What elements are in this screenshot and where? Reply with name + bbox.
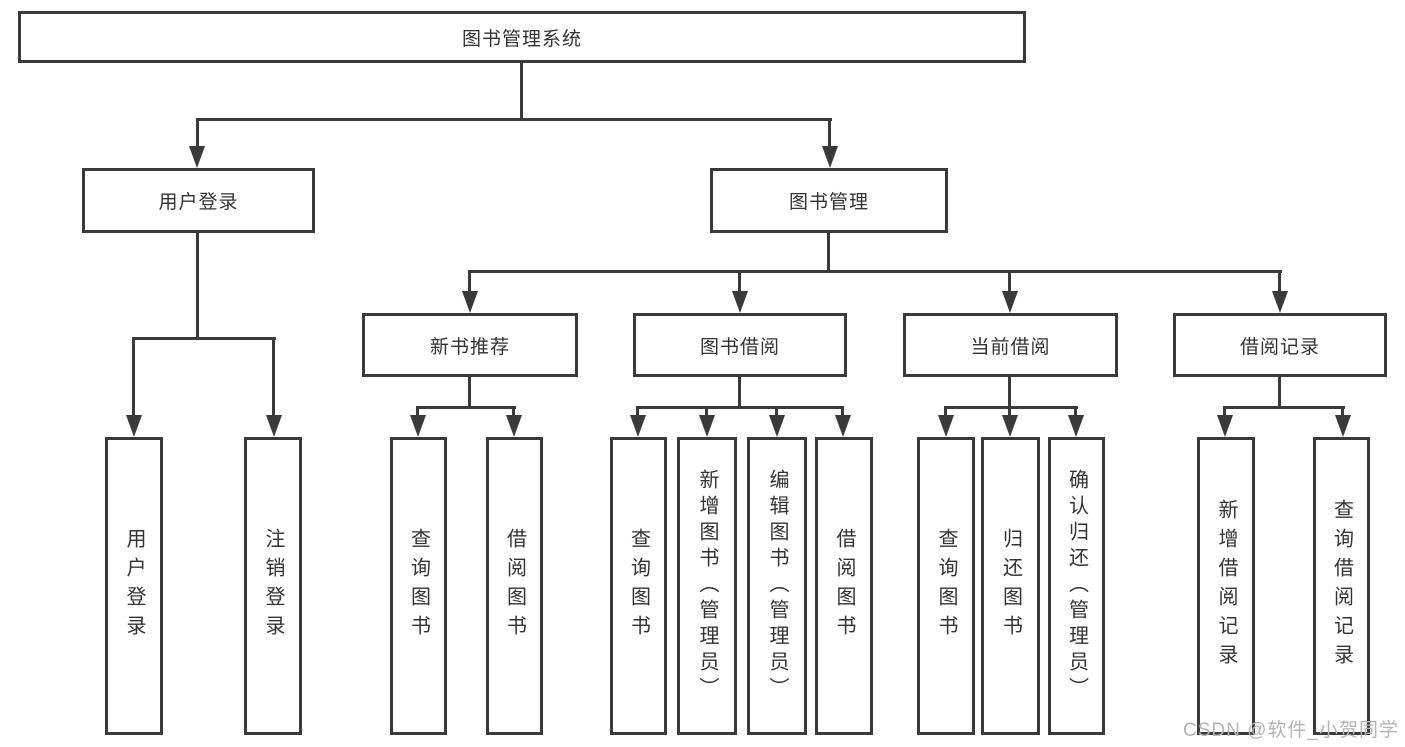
arrow-down-icon [699, 415, 715, 437]
arrow-down-icon [189, 146, 205, 168]
connector-line [1278, 270, 1281, 295]
leaf-query-book-recommend: 查询图书 [390, 437, 447, 735]
connector-line [944, 406, 947, 418]
connector-line [1008, 406, 1011, 418]
csdn-watermark: CSDN @软件_小贺同学 [1183, 720, 1399, 741]
connector-line [1341, 406, 1344, 418]
leaf-query-borrow-record: 查询借阅记录 [1313, 437, 1370, 735]
arrow-down-icon [1002, 291, 1018, 313]
connector-line [512, 406, 515, 418]
arrow-down-icon [822, 146, 838, 168]
connector-line [738, 377, 741, 406]
arrow-down-icon [266, 415, 282, 437]
connector-line [636, 406, 639, 418]
connector-line [1008, 377, 1011, 406]
leaf-edit-book-admin: 编辑图书（管理员） [747, 437, 807, 735]
leaf-query-book-current: 查询图书 [917, 437, 975, 735]
leaf-borrow-book: 借阅图书 [815, 437, 873, 735]
connector-line [841, 406, 844, 418]
node-book-borrow: 图书借阅 [633, 313, 847, 377]
leaf-query-book-borrow: 查询图书 [610, 437, 667, 735]
connector-line [196, 118, 199, 150]
arrow-down-icon [835, 415, 851, 437]
arrow-down-icon [630, 415, 646, 437]
arrow-down-icon [732, 291, 748, 313]
arrow-down-icon [462, 291, 478, 313]
arrow-down-icon [1335, 415, 1351, 437]
connector-line [1008, 270, 1011, 295]
leaf-user-login: 用户登录 [105, 437, 163, 735]
connector-line [196, 233, 199, 337]
arrow-down-icon [410, 415, 426, 437]
arrow-down-icon [1068, 415, 1084, 437]
connector-line [1223, 406, 1345, 409]
connector-line [416, 406, 516, 409]
connector-line [827, 233, 830, 270]
connector-line [1223, 406, 1226, 418]
connector-line [520, 63, 523, 118]
leaf-add-book-admin: 新增图书（管理员） [677, 437, 737, 735]
arrow-down-icon [1002, 415, 1018, 437]
connector-line [196, 118, 832, 121]
node-book-management: 图书管理 [710, 168, 948, 233]
arrow-down-icon [938, 415, 954, 437]
connector-line [775, 406, 778, 418]
node-borrow-records: 借阅记录 [1173, 313, 1387, 377]
node-root: 图书管理系统 [18, 11, 1026, 63]
leaf-borrow-book-recommend: 借阅图书 [486, 437, 543, 735]
connector-line [468, 270, 471, 295]
node-current-borrow: 当前借阅 [903, 313, 1118, 377]
leaf-add-borrow-record: 新增借阅记录 [1197, 437, 1255, 735]
arrow-down-icon [126, 415, 142, 437]
arrow-down-icon [1217, 415, 1233, 437]
connector-line [132, 337, 276, 340]
connector-line [416, 406, 419, 418]
connector-line [1074, 406, 1077, 418]
node-user-login: 用户登录 [82, 168, 315, 233]
connector-line [828, 118, 831, 150]
leaf-confirm-return-admin: 确认归还（管理员） [1048, 437, 1105, 735]
connector-line [468, 377, 471, 406]
connector-line [636, 406, 844, 409]
connector-line [738, 270, 741, 295]
leaf-return-book: 归还图书 [981, 437, 1040, 735]
connector-line [132, 337, 135, 417]
node-new-book-recommend: 新书推荐 [362, 313, 578, 377]
leaf-logout-login: 注销登录 [244, 437, 302, 735]
arrow-down-icon [506, 415, 522, 437]
connector-line [705, 406, 708, 418]
connector-line [272, 337, 275, 417]
connector-line [1278, 377, 1281, 406]
arrow-down-icon [769, 415, 785, 437]
arrow-down-icon [1272, 291, 1288, 313]
connector-line [944, 406, 1078, 409]
connector-line [468, 270, 1282, 273]
